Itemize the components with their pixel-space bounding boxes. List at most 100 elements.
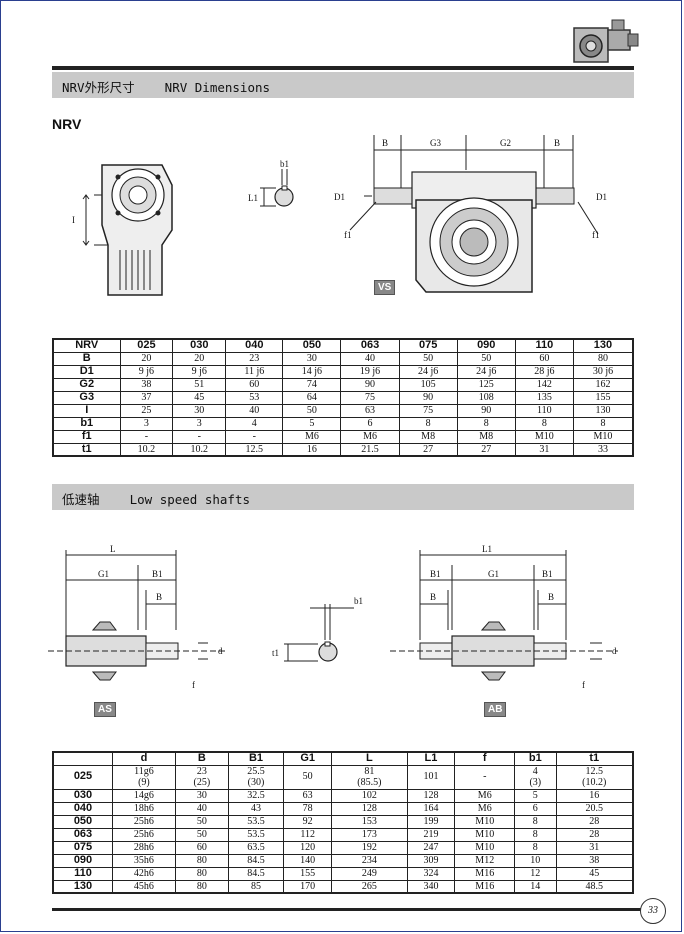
- table-header-cell: 075: [398, 338, 458, 353]
- table-cell: 50: [174, 827, 229, 842]
- table-cell: 42h6: [111, 866, 176, 881]
- table-cell: 30: [174, 788, 229, 803]
- table-cell: 16: [282, 442, 342, 457]
- table-cell: M10: [454, 840, 516, 855]
- row-header-cell: 063: [52, 827, 113, 842]
- cell-line: 25.5: [247, 765, 265, 777]
- table-cell: 32.5: [227, 788, 285, 803]
- table-cell: 101: [406, 764, 456, 790]
- dim-f1-right-label: f1: [592, 230, 600, 240]
- ab-dim-B-right-label: B: [548, 592, 554, 602]
- table-cell: 8: [572, 416, 634, 431]
- table-cell: 28: [555, 814, 634, 829]
- table-cell: 80: [572, 351, 634, 366]
- row-header-cell: 130: [52, 879, 113, 894]
- table-cell: 43: [227, 801, 285, 816]
- table-cell: 25h6: [111, 814, 176, 829]
- table-cell: 10: [514, 853, 557, 868]
- table-cell: 30 j6: [572, 364, 634, 379]
- row-header-cell: I: [52, 403, 121, 418]
- table-header-cell: L: [331, 751, 408, 766]
- table-cell: 4(3): [514, 764, 557, 790]
- table-cell: 102: [331, 788, 408, 803]
- ab-dim-d-label: d: [612, 646, 617, 656]
- table-cell: 45: [172, 390, 227, 405]
- table-cell: 19 j6: [340, 364, 400, 379]
- table-header-cell: d: [111, 751, 176, 766]
- cell-line: 4: [532, 765, 538, 777]
- table-cell: 27: [456, 442, 516, 457]
- table-cell: 24 j6: [456, 364, 516, 379]
- dim-I-label: I: [72, 215, 75, 225]
- table-cell: 265: [331, 879, 408, 894]
- dim-b1-label: b1: [280, 159, 289, 169]
- table-cell: 8: [456, 416, 516, 431]
- table-cell: 8: [514, 416, 574, 431]
- table-cell: 25h6: [111, 827, 176, 842]
- table-cell: M10: [572, 429, 634, 444]
- table-cell: 14: [514, 879, 557, 894]
- table-cell: 64: [282, 390, 342, 405]
- row-header-cell: 110: [52, 866, 113, 881]
- table-cell: 153: [331, 814, 408, 829]
- ab-shaft-drawing: L1 B1 G1 B1 B B d f: [390, 544, 618, 690]
- as-dim-B-label: B: [156, 592, 162, 602]
- table-row: 025 11g6(9) 23(25) 25.5(30) 50 81(85.5) …: [52, 764, 634, 790]
- table-header-cell: 050: [282, 338, 342, 353]
- table-cell: 74: [282, 377, 342, 392]
- table-cell: 23(25): [174, 764, 229, 790]
- table-cell: 38: [555, 853, 634, 868]
- table-cell: 199: [406, 814, 456, 829]
- table-cell: 112: [283, 827, 333, 842]
- table-cell: 9 j6: [119, 364, 174, 379]
- table-cell: 219: [406, 827, 456, 842]
- table-cell: 5: [282, 416, 342, 431]
- row-header-cell: B: [52, 351, 121, 366]
- dim-f1-left-label: f1: [344, 230, 352, 240]
- table-cell: 27: [398, 442, 458, 457]
- table-header-cell: 040: [225, 338, 284, 353]
- table-cell: 63.5: [227, 840, 285, 855]
- as-dim-G1-label: G1: [98, 569, 109, 579]
- table-cell: 309: [406, 853, 456, 868]
- table-cell: 80: [174, 853, 229, 868]
- table-cell: 51: [172, 377, 227, 392]
- table-header-cell: 110: [514, 338, 574, 353]
- cell-line: 12.5: [585, 765, 604, 777]
- table-cell: 4: [225, 416, 284, 431]
- table-cell: 135: [514, 390, 574, 405]
- table-cell: M10: [454, 827, 516, 842]
- as-dim-f-label: f: [192, 680, 195, 690]
- table-cell: 6: [340, 416, 400, 431]
- table-cell: 50: [456, 351, 516, 366]
- row-header-cell: D1: [52, 364, 121, 379]
- table-cell: 8: [398, 416, 458, 431]
- dim-B-left-label: B: [382, 138, 388, 148]
- dim-G3-label: G3: [430, 138, 441, 148]
- header-rule: [52, 66, 634, 70]
- table-cell: 28 j6: [514, 364, 574, 379]
- table-header-cell: 063: [340, 338, 400, 353]
- table-header-cell: NRV: [52, 338, 121, 353]
- cell-line: (10.2): [582, 777, 607, 788]
- table-cell: -: [172, 429, 227, 444]
- ab-dim-B-left-label: B: [430, 592, 436, 602]
- as-badge: AS: [94, 702, 116, 717]
- table-cell: 6: [514, 801, 557, 816]
- table-header-cell: B1: [227, 751, 285, 766]
- table-header-cell: B: [174, 751, 229, 766]
- row-header-cell: 075: [52, 840, 113, 855]
- table-cell: 12.5: [225, 442, 284, 457]
- table-cell: 249: [331, 866, 408, 881]
- dim-G2-label: G2: [500, 138, 511, 148]
- cell-line: 81: [364, 765, 375, 777]
- table-cell: 63: [340, 403, 400, 418]
- table-cell: 84.5: [227, 853, 285, 868]
- table-cell: 324: [406, 866, 456, 881]
- ab-dim-f-label: f: [582, 680, 585, 690]
- as-dim-d-label: d: [218, 646, 223, 656]
